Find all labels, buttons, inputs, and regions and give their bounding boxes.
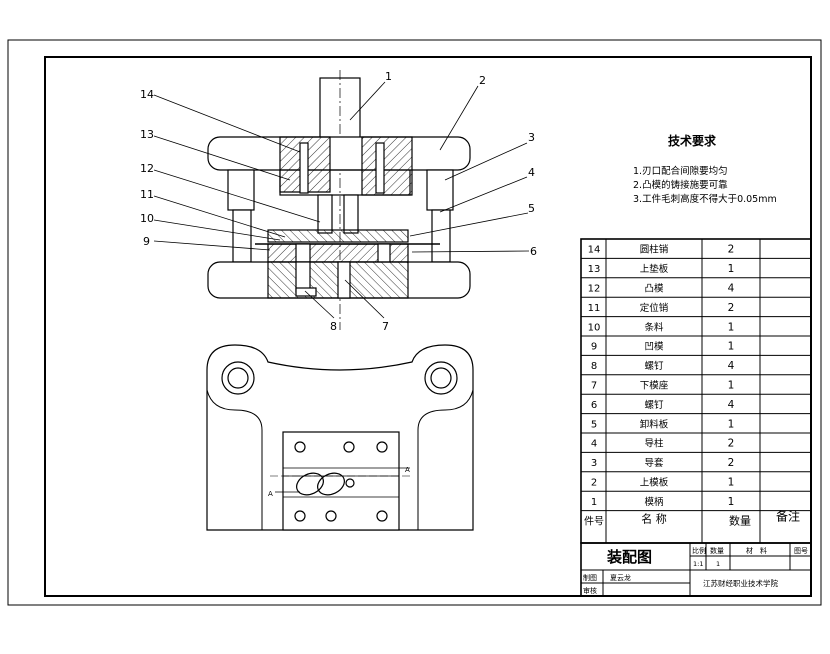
bom-row-qty: 4 <box>728 283 735 295</box>
callout-3: 3 <box>528 131 535 144</box>
bom-row-no: 3 <box>591 458 597 469</box>
bom-row-qty: 1 <box>728 496 735 508</box>
bom-row-qty: 1 <box>728 477 735 489</box>
bom-header-name: 名 称 <box>641 512 667 526</box>
guide-bushing-left <box>227 169 255 211</box>
material-label: 材 料 <box>746 546 767 555</box>
outer-border <box>7 39 822 606</box>
plan-dim-a-left: A <box>268 490 273 498</box>
bom-row-no: 14 <box>588 245 601 256</box>
callout-13: 13 <box>140 128 154 141</box>
bom-header-qty: 数量 <box>729 515 751 528</box>
leader-lines <box>153 81 530 319</box>
bom-row-no: 2 <box>591 478 597 489</box>
bom-row-name: 凹模 <box>644 341 664 353</box>
drawing-name: 装配图 <box>606 548 652 566</box>
bom-row-name: 导套 <box>644 457 664 469</box>
qty-value: 1 <box>716 560 720 568</box>
tech-note-3: 3.工件毛刺高度不得大于0.05mm <box>633 193 777 205</box>
bom-row-no: 4 <box>591 439 597 450</box>
scale-label: 比例 <box>692 546 706 555</box>
bom-row-no: 13 <box>588 264 601 275</box>
callout-11: 11 <box>140 188 154 201</box>
bom-row-no: 10 <box>588 322 601 333</box>
bom-row-name: 模柄 <box>644 496 663 508</box>
callout-14: 14 <box>140 88 154 101</box>
bom-row-qty: 2 <box>728 244 735 256</box>
bom-row-qty: 1 <box>728 341 735 353</box>
stripper-plate <box>267 229 409 243</box>
bom-row-qty: 1 <box>728 418 735 430</box>
callout-10: 10 <box>140 212 154 225</box>
bom-row-no: 6 <box>591 400 597 411</box>
bom-row-no: 9 <box>591 342 597 353</box>
callout-9: 9 <box>143 235 150 248</box>
bom-row-name: 条料 <box>644 321 664 333</box>
qty-label: 数量 <box>710 546 724 555</box>
bom-row-name: 定位销 <box>640 302 669 314</box>
bom-row-no: 11 <box>588 303 601 314</box>
scale-value: 1:1 <box>693 560 703 568</box>
bom-row-qty: 2 <box>728 302 735 314</box>
bom-row-no: 12 <box>588 284 601 295</box>
bom-row-no: 7 <box>591 381 597 392</box>
bom-row-qty: 1 <box>728 263 735 275</box>
plan-dim-a-right: A <box>405 466 410 474</box>
upper-die-plate <box>207 136 471 171</box>
bom-row-name: 导柱 <box>644 438 664 450</box>
bom-table <box>580 238 812 544</box>
bom-row-qty: 4 <box>728 360 735 372</box>
tech-note-1: 1.刃口配合间隙要均匀 <box>633 165 728 177</box>
guide-bushing-right <box>426 169 454 211</box>
check-label: 审核 <box>583 586 597 595</box>
bom-row-qty: 1 <box>728 321 735 333</box>
bom-header-remark: 备注 <box>776 509 800 524</box>
bom-row-name: 螺钉 <box>644 361 664 372</box>
callout-7: 7 <box>382 320 389 333</box>
bom-row-name: 下模座 <box>640 380 669 392</box>
drawn-by: 夏云龙 <box>610 573 631 582</box>
callout-1: 1 <box>385 70 392 83</box>
school-name: 江苏财经职业技术学院 <box>703 578 778 588</box>
bom-row-name: 螺钉 <box>644 400 664 411</box>
bom-row-qty: 2 <box>728 438 735 450</box>
callout-4: 4 <box>528 166 535 179</box>
bom-header-no: 件号 <box>584 516 604 528</box>
callout-12: 12 <box>140 162 154 175</box>
bom-row-no: 5 <box>591 419 597 430</box>
bom-row-name: 卸料板 <box>640 418 669 430</box>
plan-view <box>206 344 474 531</box>
guide-pillar-left <box>232 209 252 263</box>
bom-row-qty: 4 <box>728 399 735 411</box>
guide-pillar-right <box>431 209 451 263</box>
front-section-view <box>207 70 471 330</box>
callout-2: 2 <box>479 74 486 87</box>
tech-title: 技术要求 <box>668 133 717 148</box>
title-block <box>580 542 812 597</box>
bom-row-no: 1 <box>591 497 597 508</box>
bom-row-name: 圆柱销 <box>640 244 669 256</box>
callout-6: 6 <box>530 245 537 258</box>
callout-5: 5 <box>528 202 535 215</box>
tech-note-2: 2.凸模的铸接施要可靠 <box>633 179 728 191</box>
drawing-no-label: 图号 <box>794 547 808 555</box>
bom-row-qty: 1 <box>728 380 735 392</box>
bom-row-name: 凸模 <box>644 283 664 295</box>
callout-8: 8 <box>330 320 337 333</box>
bom-row-name: 上模板 <box>640 477 669 489</box>
drawn-label: 制图 <box>583 573 597 582</box>
bom-row-no: 8 <box>591 361 597 372</box>
bom-row-qty: 2 <box>728 457 735 469</box>
callout-numbers: 1 2 3 4 5 6 7 8 9 10 11 12 13 14 <box>140 70 537 333</box>
bom-row-name: 上垫板 <box>640 263 669 275</box>
